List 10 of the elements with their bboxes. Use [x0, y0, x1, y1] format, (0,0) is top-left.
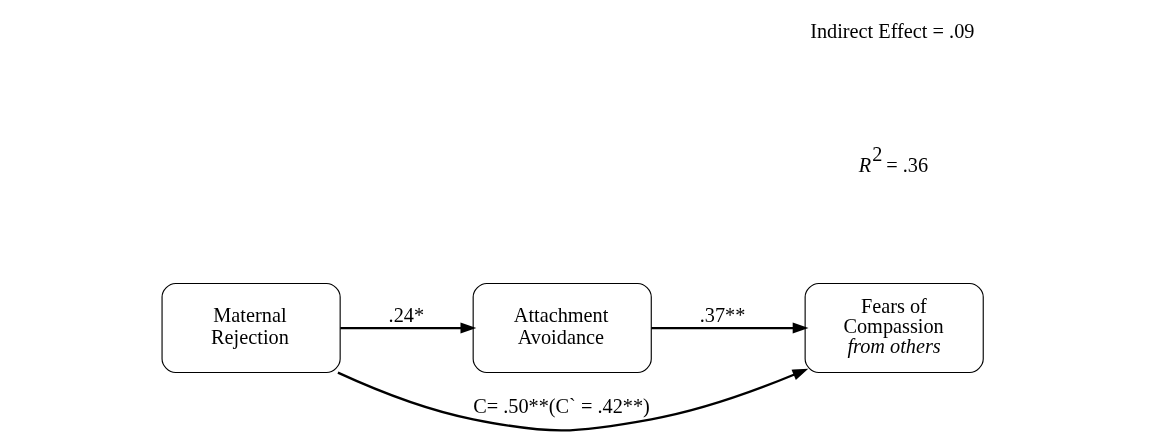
label: Indirect Effect = .09 — [809, 19, 974, 42]
node-box: Maternal Rejection — [161, 282, 341, 373]
node-box: Attachment Avoidance — [472, 282, 652, 373]
node-box: Fears of Compassion from others — [804, 282, 984, 373]
arrow — [339, 321, 476, 334]
arrow — [650, 321, 808, 334]
arrow — [336, 368, 808, 431]
edge-label: .24* — [388, 303, 424, 326]
edge-label: C= .50**(C` = .42**) — [472, 394, 650, 417]
edge-label: .37** — [699, 303, 745, 326]
